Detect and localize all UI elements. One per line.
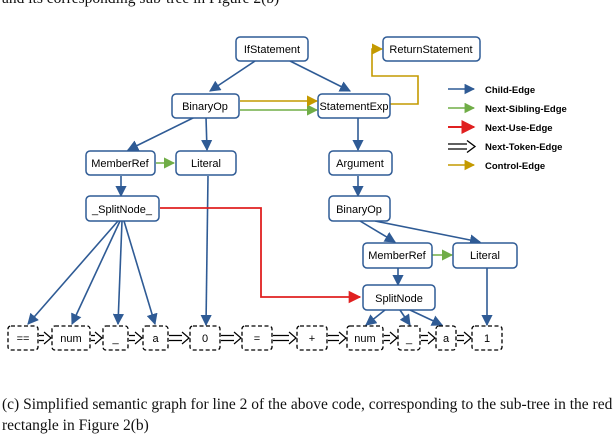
next-token-edges [39, 331, 472, 345]
svg-text:BinaryOp: BinaryOp [336, 204, 382, 216]
edge-binop-memberref [359, 220, 396, 243]
use-edges [160, 207, 362, 304]
next-token-arrow [129, 331, 143, 345]
token-label: 0 [202, 333, 208, 345]
edge-control-statementexp-return [371, 43, 419, 105]
token-box: 1 [471, 325, 503, 351]
edge-literal-token0 [200, 175, 212, 327]
child-edges [27, 60, 493, 327]
node-literal-left: Literal [175, 150, 237, 176]
token-box: num [51, 325, 91, 351]
node-splitnode-right: SplitNode [362, 284, 436, 311]
edge-splitright-num [365, 309, 386, 326]
control-edges [240, 43, 419, 107]
edge-binop-literal [374, 220, 482, 246]
token-label: 1 [484, 333, 490, 345]
token-box: a [435, 325, 457, 351]
token-label: + [309, 333, 315, 345]
node-argument: Argument [328, 150, 393, 176]
svg-text:IfStatement: IfStatement [244, 44, 300, 56]
node-memberref-left: MemberRef [85, 150, 156, 176]
node-binaryop-right: BinaryOp [328, 195, 391, 222]
node-literal-right: Literal [452, 242, 518, 269]
legend-next-use-edge: Next-Use-Edge [448, 120, 553, 134]
svg-text:MemberRef: MemberRef [91, 158, 149, 170]
figure-caption: (c) Simplified semantic graph for line 2… [2, 396, 613, 434]
next-token-arrow [169, 331, 190, 345]
legend-control-edge: Control-Edge [448, 159, 545, 172]
legend: Child-Edge Next-Sibling-Edge Next-Use-Ed… [448, 83, 567, 172]
token-box: a [142, 325, 169, 351]
edge-binaryop-memberref [126, 116, 196, 151]
next-token-arrow [91, 331, 103, 345]
token-box: + [296, 325, 328, 351]
svg-text:Next-Use-Edge: Next-Use-Edge [485, 123, 553, 134]
next-token-arrow [328, 331, 347, 345]
edge-splitright-underscore [399, 309, 411, 326]
svg-text:Next-Sibling-Edge: Next-Sibling-Edge [485, 104, 567, 115]
edge-split-num [71, 220, 121, 326]
svg-text:MemberRef: MemberRef [368, 250, 426, 262]
token-box: _ [397, 325, 421, 351]
svg-text:Next-Token-Edge: Next-Token-Edge [485, 142, 562, 153]
token-box: = [241, 325, 273, 351]
svg-text:_SplitNode_: _SplitNode_ [91, 204, 153, 216]
node-binaryop-left: BinaryOp [171, 93, 240, 119]
edge-split-eqeq [27, 220, 119, 325]
next-token-arrow [457, 331, 472, 345]
token-box: _ [102, 325, 129, 351]
next-token-arrow [384, 331, 398, 345]
svg-text:BinaryOp: BinaryOp [182, 101, 228, 113]
edge-use-splitnode [160, 207, 362, 304]
svg-text:Literal: Literal [470, 250, 500, 262]
next-token-arrow [421, 331, 436, 345]
edge-splitright-a [409, 309, 444, 326]
next-token-arrow [39, 331, 52, 345]
token-box: 0 [189, 325, 221, 351]
token-label: _ [111, 333, 119, 345]
edge-binaryop-literal [201, 116, 213, 152]
node-splitnode-left: _SplitNode_ [85, 195, 160, 222]
svg-text:Control-Edge: Control-Edge [485, 161, 545, 172]
node-memberref-right: MemberRef [362, 242, 433, 269]
legend-next-sibling-edge: Next-Sibling-Edge [448, 102, 567, 115]
edge-if-binaryop [209, 60, 256, 92]
token-label: == [17, 333, 30, 345]
svg-text:Argument: Argument [336, 158, 384, 170]
legend-child-edge: Child-Edge [448, 83, 535, 96]
token-box: == [7, 325, 39, 351]
node-statementexp: StatementExp [317, 93, 391, 119]
node-returnstatement: ReturnStatement [382, 36, 481, 62]
edge-split-a [123, 220, 158, 326]
svg-text:Child-Edge: Child-Edge [485, 85, 535, 96]
top-cut-text: and its corresponding sub-tree in Figure… [2, 0, 614, 9]
legend-next-token-edge: Next-Token-Edge [448, 139, 562, 154]
graph-nodes: IfStatement ReturnStatement BinaryOp Sta… [85, 36, 518, 311]
token-label: num [354, 333, 375, 345]
token-label: num [60, 333, 81, 345]
token-sequence: == num _ a 0 = + num _ a 1 [7, 325, 503, 351]
token-box: num [346, 325, 384, 351]
token-label: = [254, 333, 260, 345]
next-token-arrow [221, 331, 242, 345]
node-ifstatement: IfStatement [235, 36, 309, 62]
svg-text:StatementExp: StatementExp [319, 101, 388, 113]
token-label: a [152, 333, 159, 345]
svg-text:SplitNode: SplitNode [375, 293, 423, 305]
svg-text:Literal: Literal [191, 158, 221, 170]
token-label: a [443, 333, 450, 345]
svg-text:ReturnStatement: ReturnStatement [389, 44, 472, 56]
token-label: _ [405, 333, 413, 345]
edge-if-statementexp [289, 60, 352, 92]
next-token-arrow [273, 331, 297, 345]
edge-split-underscore [112, 220, 124, 326]
sibling-edges [156, 104, 454, 261]
